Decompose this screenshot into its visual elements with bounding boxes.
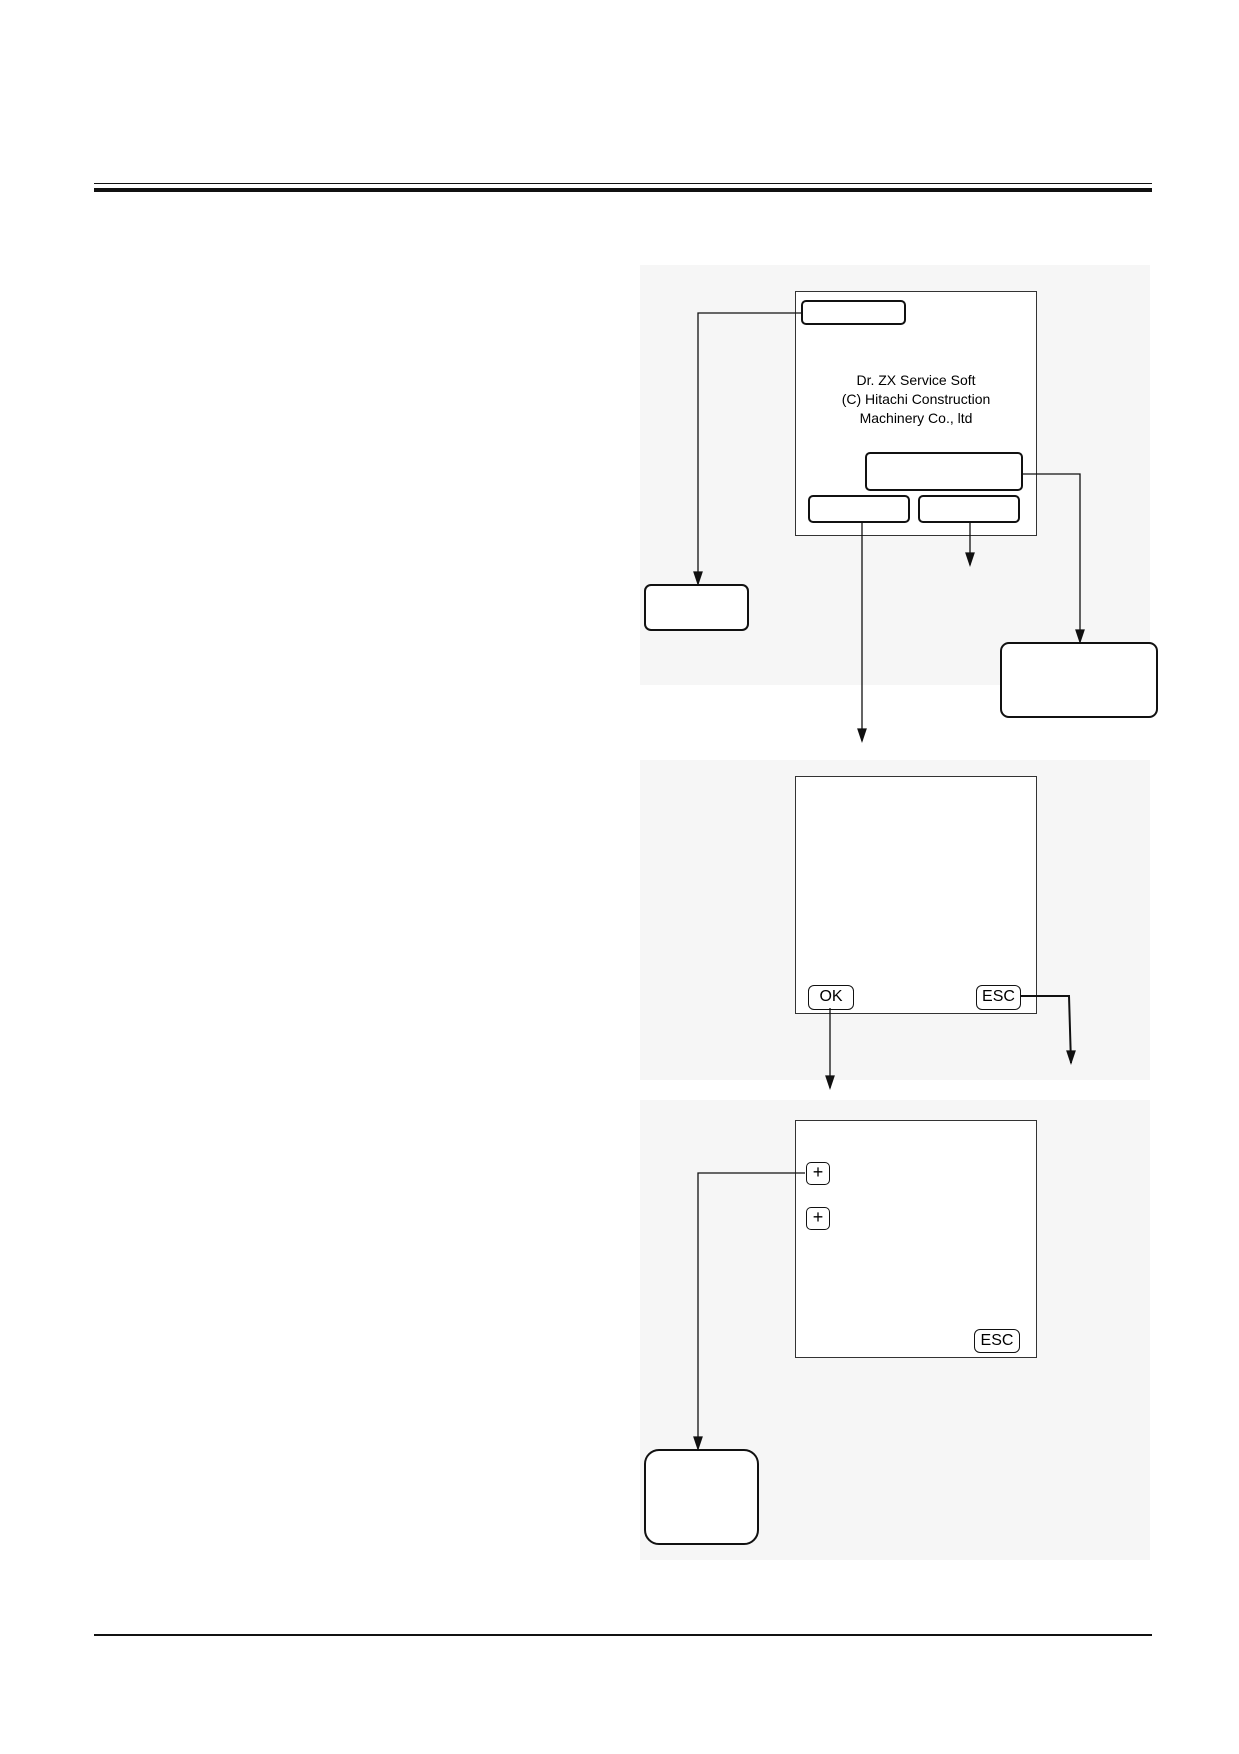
plus-button-2[interactable]: + (806, 1207, 830, 1230)
confirm-screen: OK ESC (795, 776, 1037, 1014)
right-target-box (1000, 642, 1158, 718)
arrow-esc-out (1020, 995, 1072, 1064)
splash-right-button[interactable] (865, 452, 1023, 491)
splash-text-line3: Machinery Co., ltd (859, 410, 973, 426)
arrow-plus-to-bottom-box (697, 1172, 805, 1449)
bottom-target-box (644, 1449, 759, 1545)
menu-screen: + + ESC (795, 1120, 1037, 1358)
footer-rule (94, 1634, 1152, 1636)
esc-button[interactable]: ESC (976, 985, 1021, 1010)
menu-esc-button[interactable]: ESC (974, 1329, 1020, 1353)
plus-button-1[interactable]: + (806, 1162, 830, 1185)
splash-copyright-text: Dr. ZX Service Soft (C) Hitachi Construc… (796, 371, 1036, 428)
arrow-top-left-to-left-box (697, 312, 801, 584)
splash-screen: Dr. ZX Service Soft (C) Hitachi Construc… (795, 291, 1037, 536)
ok-button[interactable]: OK (808, 985, 854, 1010)
splash-bottom-right-button[interactable] (918, 495, 1020, 523)
arrow-right-button-to-right-box (1022, 473, 1081, 642)
splash-text-line2: (C) Hitachi Construction (841, 391, 991, 407)
header-rule-thick (94, 188, 1152, 192)
left-target-box (644, 584, 749, 631)
header-rule-thin (94, 183, 1152, 184)
splash-bottom-left-button[interactable] (808, 495, 910, 523)
splash-text-line1: Dr. ZX Service Soft (856, 372, 976, 388)
splash-top-left-button[interactable] (801, 300, 906, 325)
